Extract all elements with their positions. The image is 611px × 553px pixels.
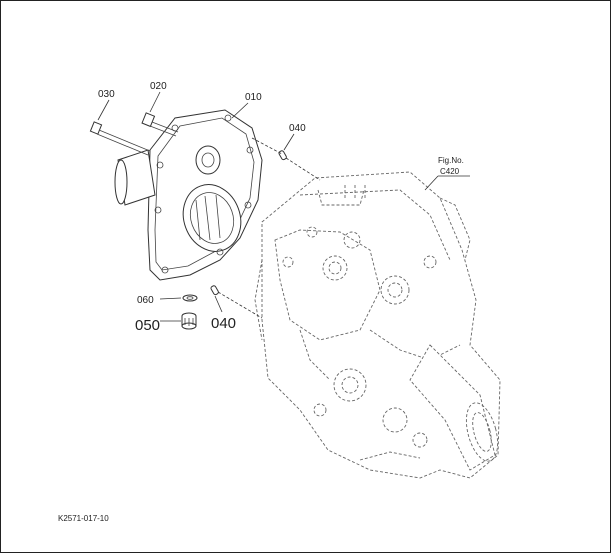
bolt-030-part [89, 121, 151, 156]
washer-060-part [182, 294, 198, 302]
transmission-case-ghost [254, 171, 501, 479]
pin-040-top-part [278, 150, 287, 161]
pin-040-bottom-part [210, 285, 219, 296]
callout-050: 050 [135, 317, 160, 334]
drawing-code: K2571-017-10 [58, 514, 109, 523]
callout-030: 030 [98, 89, 115, 100]
callout-060: 060 [137, 295, 154, 306]
figure-reference: Fig.No. C420 [438, 156, 464, 176]
fig-no-number: C420 [440, 167, 460, 176]
callout-040-bottom: 040 [211, 315, 236, 332]
leader-lines [97, 91, 470, 322]
callout-labels: 030 020 010 040 060 050 040 [98, 81, 306, 334]
fig-no-label: Fig.No. [438, 156, 464, 165]
callout-020: 020 [150, 81, 167, 92]
callout-010: 010 [245, 92, 262, 103]
bolt-020-part [141, 112, 179, 137]
callout-040-top: 040 [289, 123, 306, 134]
housing-cover-part [147, 109, 263, 281]
cover-boss-cylinder [114, 149, 156, 206]
plug-050-part [181, 312, 197, 330]
